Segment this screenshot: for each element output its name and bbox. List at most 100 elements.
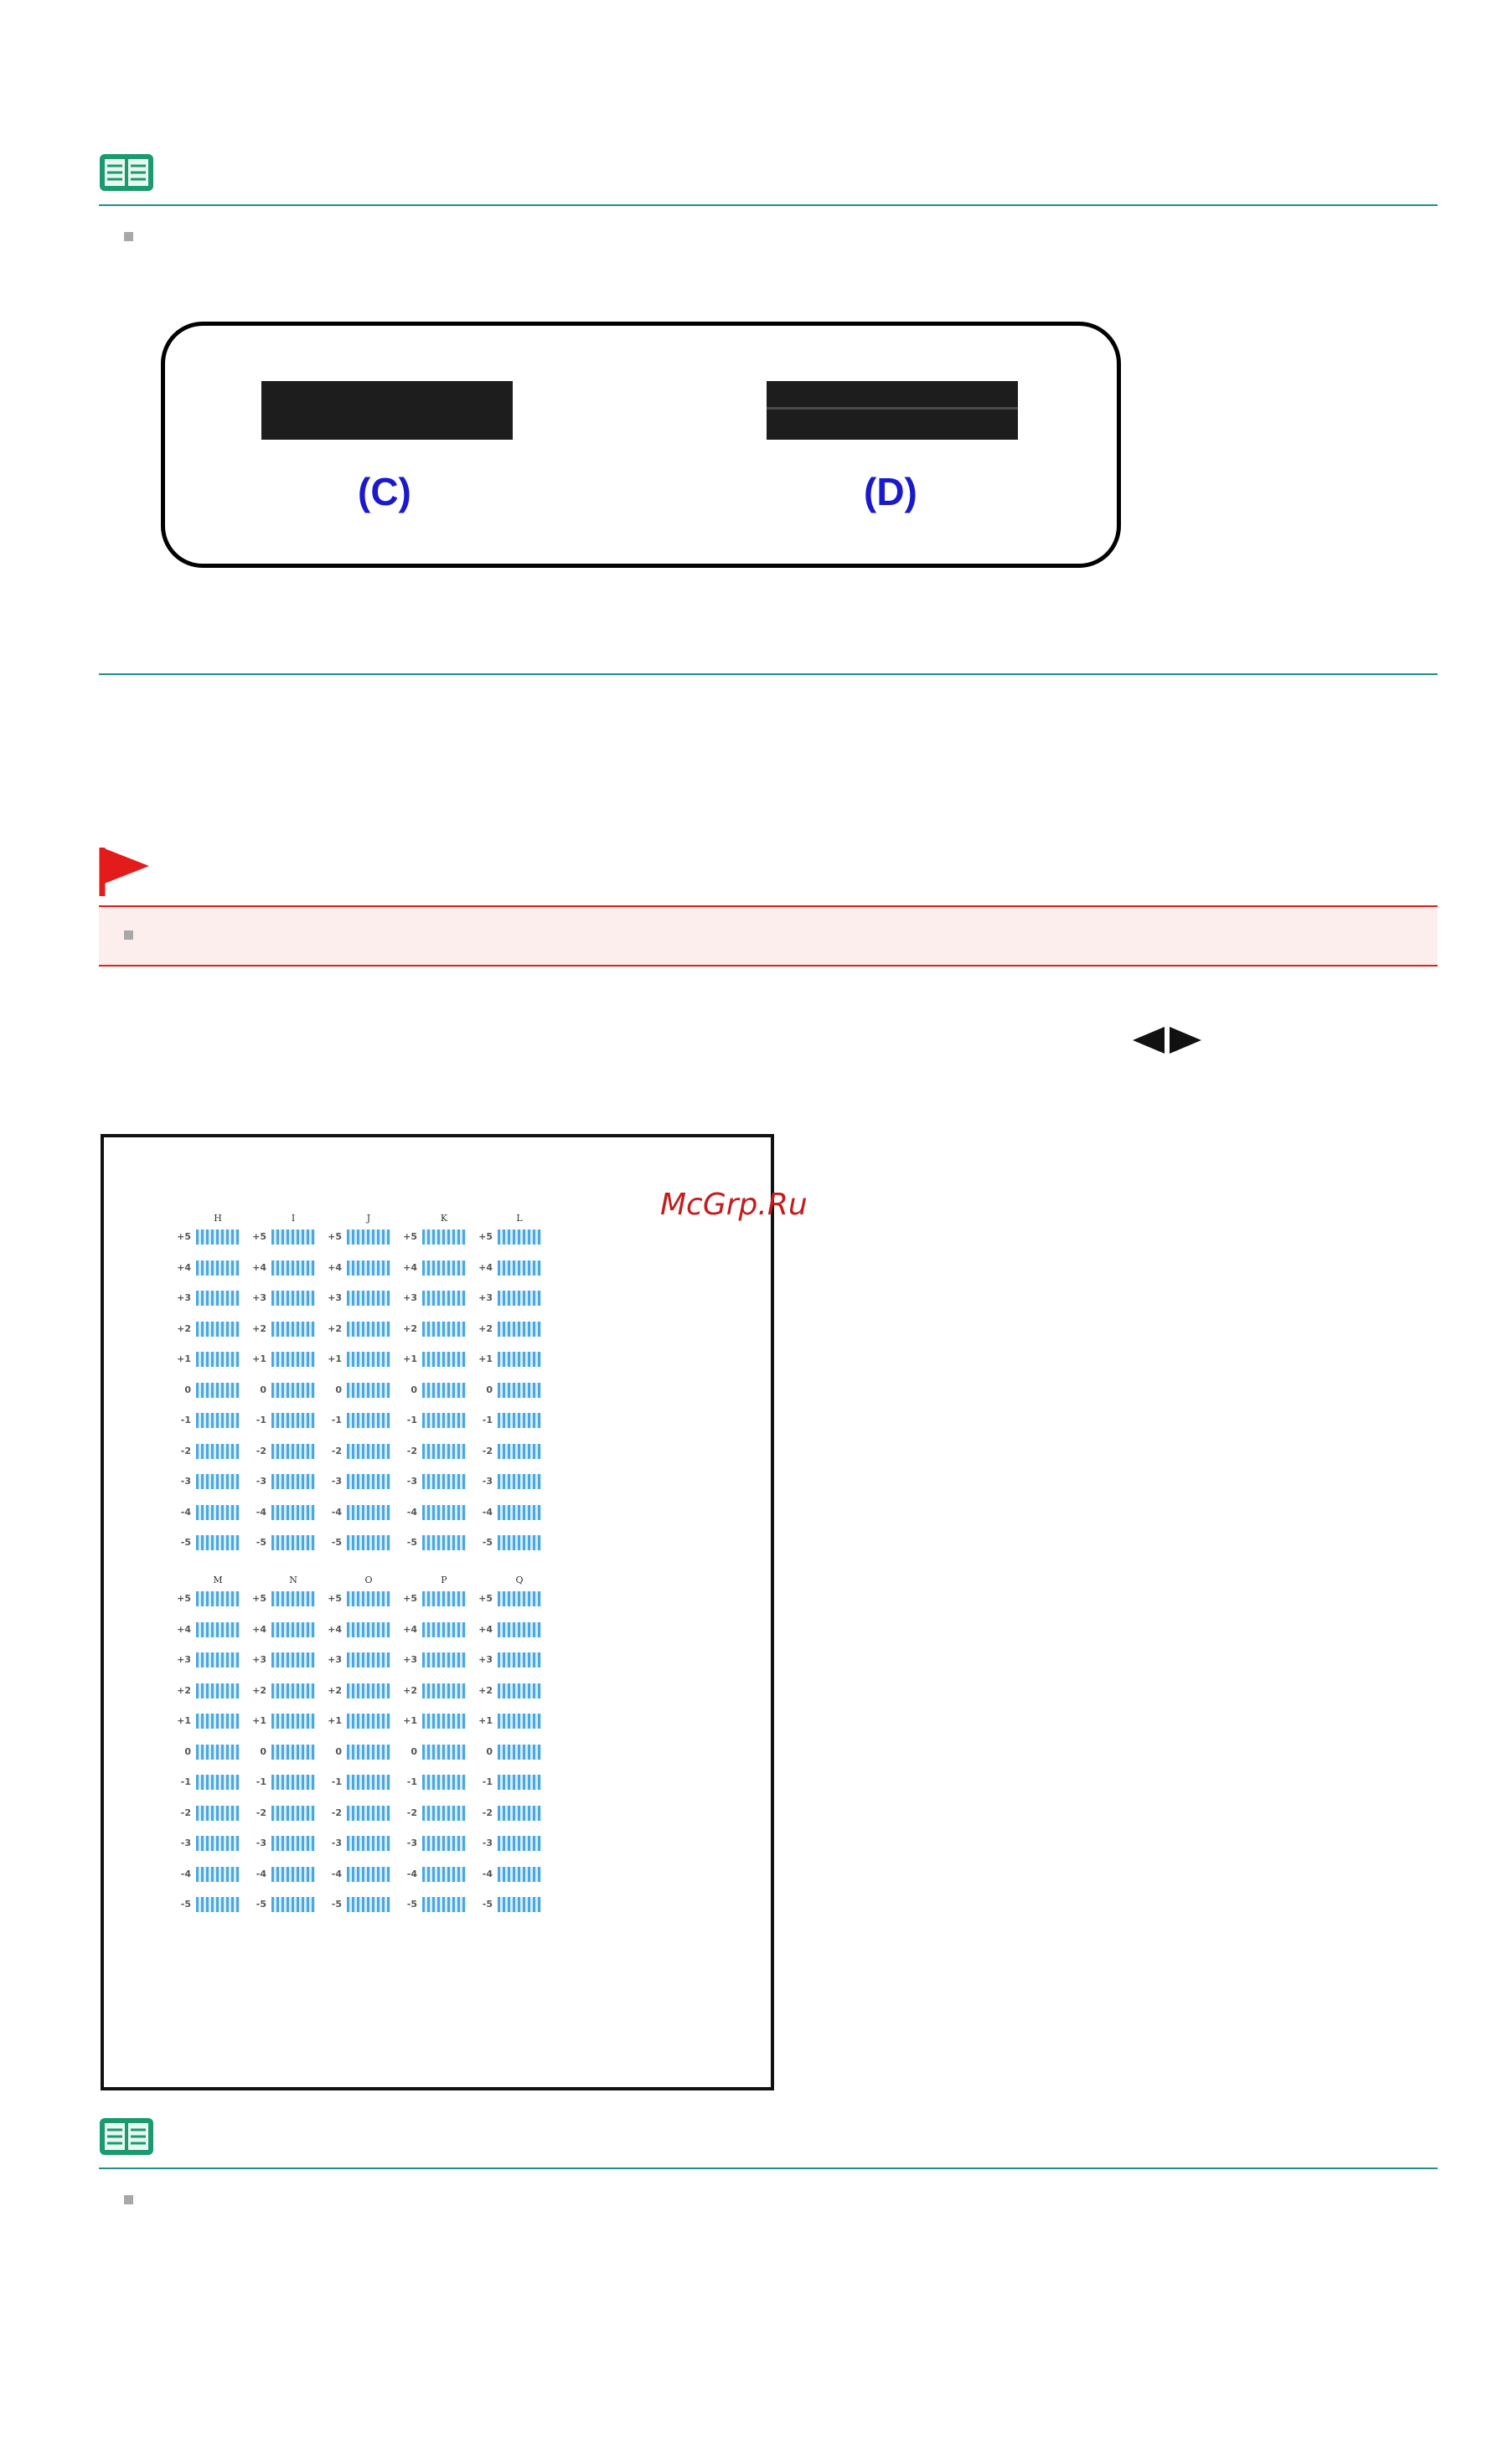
pattern-stripe: [271, 1714, 315, 1729]
pattern-stripe: [422, 1775, 466, 1790]
pattern-stripe: [271, 1744, 315, 1760]
pattern-stripe: [498, 1621, 541, 1637]
pattern-value-label: +2: [328, 1684, 342, 1696]
pattern-stripe: [196, 1591, 240, 1606]
pattern-value-label: -4: [256, 1506, 266, 1518]
pattern-column-letter: K: [440, 1213, 448, 1224]
print-pattern-example: (C) (D): [161, 322, 1121, 568]
pattern-stripe: [196, 1382, 240, 1398]
note-rule-bottom: [99, 673, 1438, 675]
pattern-stripe: [271, 1652, 315, 1668]
pattern-value-label: +2: [478, 1322, 493, 1334]
pattern-stripe: [271, 1683, 315, 1699]
pattern-value-label: +5: [478, 1593, 493, 1604]
pattern-stripe: [498, 1352, 541, 1367]
red-flag-icon: [99, 848, 149, 896]
pattern-stripe: [196, 1504, 240, 1520]
pattern-value-label: +5: [177, 1231, 191, 1242]
note-book-icon: [100, 2118, 153, 2155]
pattern-value-label: +4: [177, 1623, 191, 1635]
list-bullet: [124, 2195, 133, 2204]
pattern-stripe: [347, 1291, 390, 1306]
pattern-value-label: +1: [328, 1353, 342, 1364]
pattern-value-label: -1: [256, 1415, 266, 1425]
pattern-stripe: [498, 1321, 541, 1337]
list-bullet: [124, 930, 133, 940]
pattern-value-label: +4: [403, 1261, 417, 1273]
pattern-d-bar: [767, 381, 1018, 440]
pattern-stripe: [498, 1652, 541, 1668]
pattern-value-label: +3: [403, 1654, 417, 1665]
pattern-stripe: [422, 1413, 466, 1428]
pattern-stripe: [271, 1866, 315, 1882]
pattern-stripe: [196, 1652, 240, 1668]
pattern-value-label: +5: [403, 1231, 417, 1242]
pattern-stripe: [422, 1836, 466, 1851]
pattern-column-letter: I: [291, 1213, 296, 1224]
pattern-stripe: [271, 1897, 315, 1912]
pattern-stripe: [498, 1897, 541, 1912]
pattern-stripe: [271, 1621, 315, 1637]
pattern-stripe: [271, 1352, 315, 1367]
pattern-stripe: [422, 1474, 466, 1489]
note-book-icon: [100, 154, 153, 191]
pattern-stripe: [498, 1229, 541, 1245]
pattern-value-label: -1: [180, 1415, 191, 1425]
pattern-stripe: [271, 1474, 315, 1489]
pattern-stripe: [196, 1321, 240, 1337]
pattern-stripe: [498, 1683, 541, 1699]
pattern-column-letter: J: [366, 1213, 371, 1224]
pattern-stripe: [196, 1352, 240, 1367]
pattern-stripe: [347, 1714, 390, 1729]
pattern-stripe: [347, 1535, 390, 1550]
pattern-stripe: [498, 1535, 541, 1550]
pattern-value-label: -2: [482, 1445, 493, 1456]
pattern-value-label: -5: [406, 1899, 417, 1910]
pattern-value-label: +3: [177, 1654, 191, 1665]
note-rule-top-2: [99, 2168, 1438, 2169]
pattern-value-label: +2: [177, 1322, 191, 1334]
pattern-stripe: [196, 1683, 240, 1699]
pattern-value-label: +1: [177, 1353, 191, 1364]
pattern-stripe: [498, 1744, 541, 1760]
pattern-stripe: [347, 1683, 390, 1699]
pattern-stripe: [422, 1591, 466, 1606]
pattern-stripe: [422, 1866, 466, 1882]
pattern-value-label: -3: [406, 1838, 417, 1848]
pattern-stripe: [271, 1775, 315, 1790]
pattern-stripe: [271, 1413, 315, 1428]
pattern-value-label: -2: [180, 1445, 191, 1456]
pattern-stripe: [196, 1714, 240, 1729]
pattern-value-label: -3: [180, 1838, 191, 1848]
pattern-value-label: -4: [331, 1868, 342, 1879]
pattern-value-label: +4: [328, 1623, 342, 1635]
pattern-stripe: [422, 1291, 466, 1306]
pattern-value-label: +1: [478, 1715, 493, 1726]
pattern-stripe: [347, 1805, 390, 1821]
pattern-stripe: [196, 1291, 240, 1306]
pattern-stripe: [498, 1443, 541, 1459]
pattern-value-label: 0: [260, 1745, 266, 1757]
pattern-value-label: 0: [486, 1745, 493, 1757]
pattern-value-label: -5: [406, 1537, 417, 1548]
pattern-c-label: (C): [358, 470, 411, 513]
pattern-stripe: [347, 1621, 390, 1637]
pattern-value-label: +4: [478, 1623, 493, 1635]
pattern-value-label: 0: [335, 1384, 342, 1395]
pattern-stripe: [422, 1621, 466, 1637]
pattern-stripe: [271, 1291, 315, 1306]
pattern-value-label: -2: [256, 1807, 266, 1818]
pattern-value-label: +3: [328, 1654, 342, 1665]
pattern-value-label: -5: [256, 1537, 266, 1548]
pattern-value-label: +5: [252, 1231, 266, 1242]
pattern-stripe: [498, 1591, 541, 1606]
pattern-stripe: [196, 1260, 240, 1276]
pattern-value-label: +4: [478, 1261, 493, 1273]
pattern-value-label: -3: [256, 1838, 266, 1848]
pattern-stripe: [422, 1382, 466, 1398]
left-right-arrows-icon: [1133, 1027, 1201, 1054]
pattern-stripe: [422, 1504, 466, 1520]
pattern-value-label: -3: [331, 1476, 342, 1487]
pattern-stripe: [347, 1474, 390, 1489]
pattern-value-label: +2: [403, 1322, 417, 1334]
